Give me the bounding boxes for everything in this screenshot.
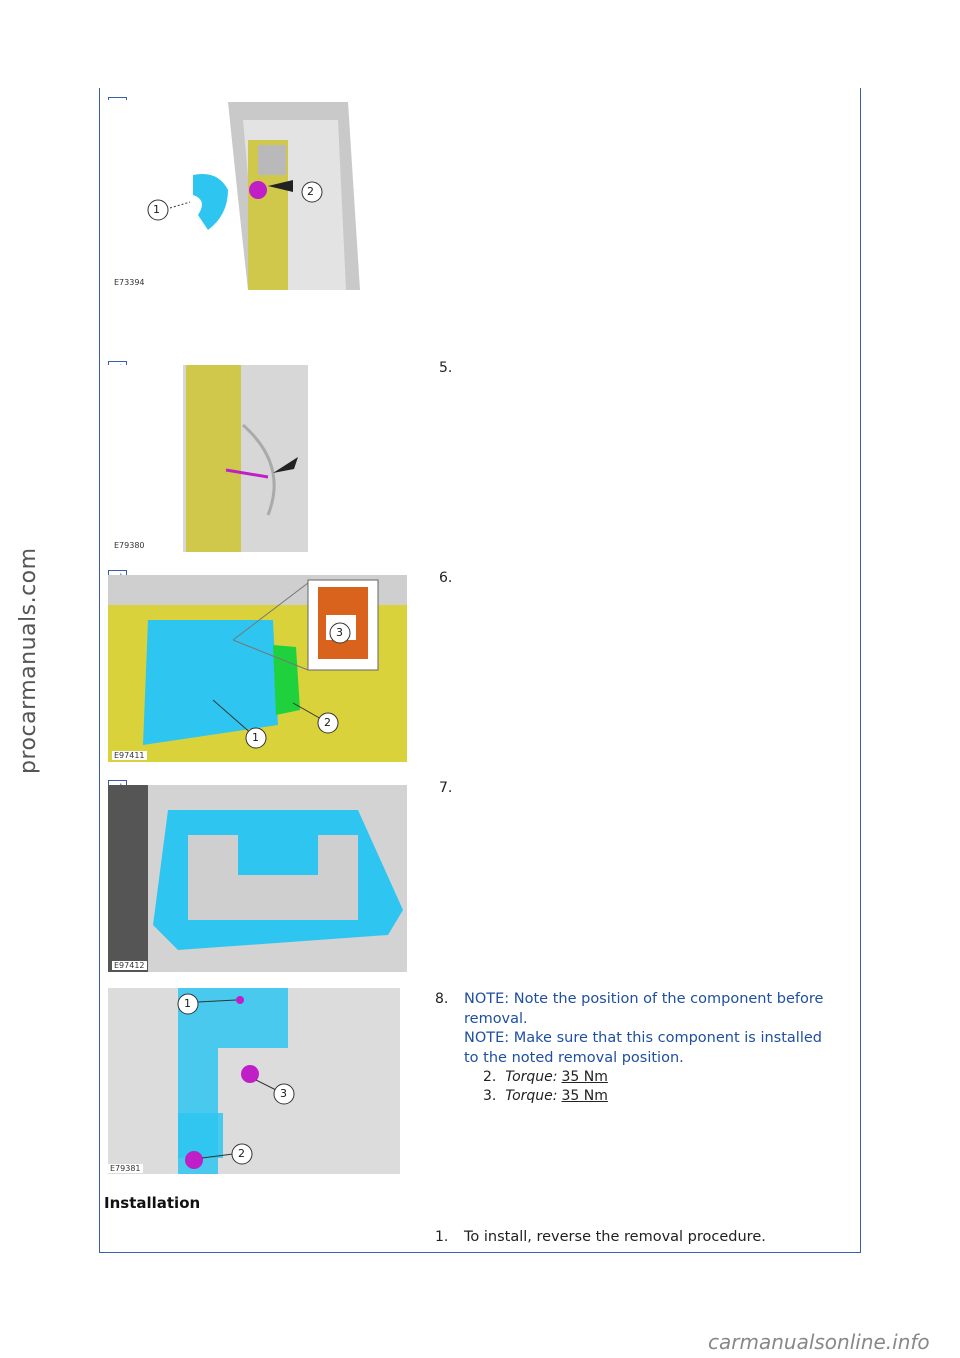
step-number: 5.	[439, 360, 453, 376]
step-number: 8.	[435, 991, 449, 1007]
figure-code: E97411	[112, 751, 147, 760]
figure-e79381[interactable]: 1 2 3 E79381	[108, 988, 400, 1174]
content-frame	[99, 88, 861, 1253]
figure-e79380[interactable]: E79380	[108, 365, 308, 552]
note-text: NOTE: Note the position of the component…	[464, 991, 824, 1027]
callout: 1	[153, 203, 160, 216]
section-heading: Installation	[104, 1194, 201, 1212]
figure-e97411[interactable]: 1 2 3 E97411	[108, 575, 407, 762]
step-number: 1.	[435, 1229, 449, 1245]
callout: 3	[280, 1087, 287, 1100]
torque-spec: 3. Torque:35 Nm	[483, 1088, 608, 1104]
figure-e73394[interactable]: 1 2 E73394	[108, 100, 368, 290]
step-number: 6.	[439, 570, 453, 586]
figure-code: E97412	[112, 961, 147, 970]
step-number: 7.	[439, 780, 453, 796]
torque-spec: 2. Torque:35 Nm	[483, 1069, 608, 1085]
callout: 2	[238, 1147, 245, 1160]
note-text: NOTE: Make sure that this component is i…	[464, 1030, 822, 1066]
figure-code: E79380	[112, 541, 147, 550]
callout: 1	[252, 731, 259, 744]
callout: 1	[184, 997, 191, 1010]
torque-value-link[interactable]: 35 Nm	[561, 1069, 608, 1085]
callout: 2	[307, 185, 314, 198]
install-instruction: To install, reverse the removal procedur…	[464, 1229, 766, 1245]
torque-value-link[interactable]: 35 Nm	[561, 1088, 608, 1104]
callout: 3	[336, 626, 343, 639]
figure-code: E73394	[112, 278, 147, 287]
footer-watermark: carmanualsonline.info	[708, 1330, 930, 1354]
side-watermark: procarmanuals.com	[16, 547, 41, 774]
figure-e97412[interactable]: E97412	[108, 785, 407, 972]
callout: 2	[324, 716, 331, 729]
figure-code: E79381	[108, 1164, 143, 1173]
